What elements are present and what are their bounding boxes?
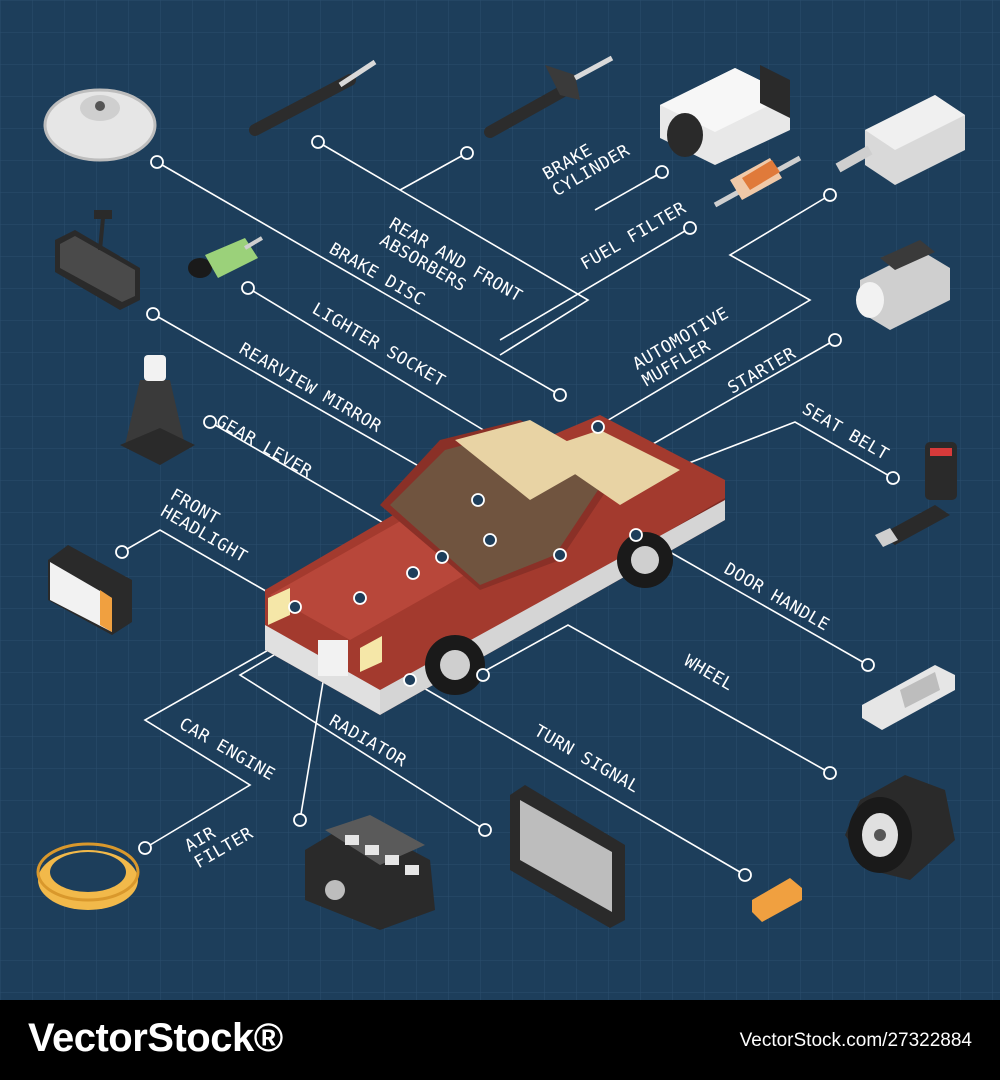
part-brake-cylinder <box>660 65 790 165</box>
part-absorber-2 <box>484 55 614 138</box>
line-turn-signal <box>409 679 746 876</box>
part-muffler <box>835 95 965 185</box>
part-lighter-socket <box>188 236 264 278</box>
part-starter <box>856 240 950 330</box>
car-illustration <box>265 415 725 715</box>
watermark-footer: VectorStock® VectorStock.com/27322884 <box>0 1000 1000 1080</box>
vectorstock-logo: VectorStock® <box>28 1016 283 1060</box>
part-rearview-mirror <box>55 210 140 310</box>
line-muffler <box>599 194 831 426</box>
line-wheel <box>482 624 831 774</box>
part-radiator <box>510 785 625 928</box>
part-door-handle <box>862 665 955 730</box>
part-wheel <box>845 775 955 880</box>
part-engine <box>305 815 435 930</box>
part-seat-belt <box>875 442 957 547</box>
part-absorber-1 <box>249 59 377 136</box>
line-engine <box>143 597 361 849</box>
part-fuel-filter <box>713 155 802 208</box>
line-headlight <box>121 529 291 606</box>
line-fuel-filter <box>499 227 691 341</box>
part-headlight <box>48 545 132 635</box>
line-brake-cylinder <box>594 171 663 211</box>
diagram-svg <box>0 0 1000 1000</box>
part-brake-disc <box>43 88 157 162</box>
part-gear-lever <box>120 355 195 465</box>
connector-dots <box>115 135 900 882</box>
line-absorbers <box>317 141 590 356</box>
part-air-filter <box>36 842 140 910</box>
part-turn-signal <box>752 878 802 922</box>
line-absorbers-2 <box>399 152 468 191</box>
infographic-canvas: BRAKE CYLINDER REAR AND FRONT ABSORBERS … <box>0 0 1000 1000</box>
line-brake-disc <box>156 161 561 396</box>
image-url-text: VectorStock.com/27322884 <box>739 1030 972 1051</box>
line-door-handle <box>639 534 869 666</box>
line-lighter <box>247 287 501 441</box>
